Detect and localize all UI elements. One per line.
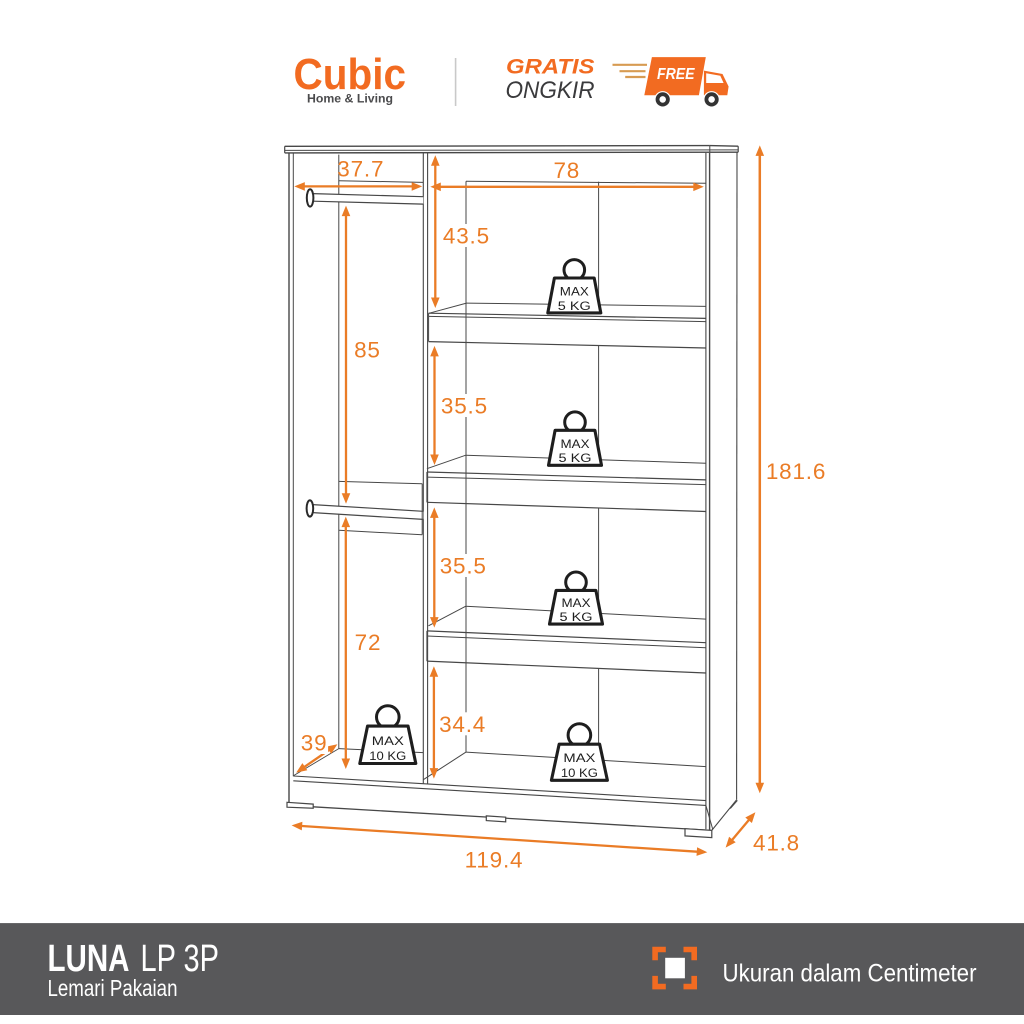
svg-text:85: 85 <box>354 338 381 363</box>
svg-text:MAX: MAX <box>560 286 589 298</box>
svg-text:Lemari Pakaian: Lemari Pakaian <box>48 975 178 1001</box>
svg-text:GRATIS: GRATIS <box>506 54 595 78</box>
svg-text:ONGKIR: ONGKIR <box>506 77 595 104</box>
svg-text:37.7: 37.7 <box>337 156 384 181</box>
svg-text:10 KG: 10 KG <box>561 768 598 780</box>
svg-text:35.5: 35.5 <box>441 394 488 419</box>
svg-text:34.4: 34.4 <box>439 712 486 737</box>
svg-text:MAX: MAX <box>372 736 404 748</box>
svg-text:39: 39 <box>301 731 328 756</box>
svg-text:MAX: MAX <box>561 439 590 451</box>
svg-text:LP 3P: LP 3P <box>141 938 220 980</box>
svg-text:Cubic: Cubic <box>294 50 407 99</box>
svg-text:119.4: 119.4 <box>465 848 524 873</box>
svg-text:10 KG: 10 KG <box>369 751 406 763</box>
svg-text:181.6: 181.6 <box>766 459 826 484</box>
svg-text:78: 78 <box>553 158 580 183</box>
svg-text:Home & Living: Home & Living <box>307 94 393 106</box>
svg-text:5 KG: 5 KG <box>558 301 591 313</box>
svg-text:35.5: 35.5 <box>440 554 487 579</box>
svg-text:41.8: 41.8 <box>753 831 800 856</box>
svg-text:5 KG: 5 KG <box>559 453 592 465</box>
svg-text:LUNA: LUNA <box>48 938 130 980</box>
svg-text:5 KG: 5 KG <box>560 612 593 624</box>
svg-text:MAX: MAX <box>563 753 595 765</box>
svg-text:43.5: 43.5 <box>443 224 490 249</box>
svg-text:Ukuran dalam Centimeter: Ukuran dalam Centimeter <box>723 960 977 988</box>
svg-text:72: 72 <box>355 630 382 655</box>
svg-text:FREE: FREE <box>657 66 695 83</box>
svg-text:MAX: MAX <box>562 598 591 610</box>
